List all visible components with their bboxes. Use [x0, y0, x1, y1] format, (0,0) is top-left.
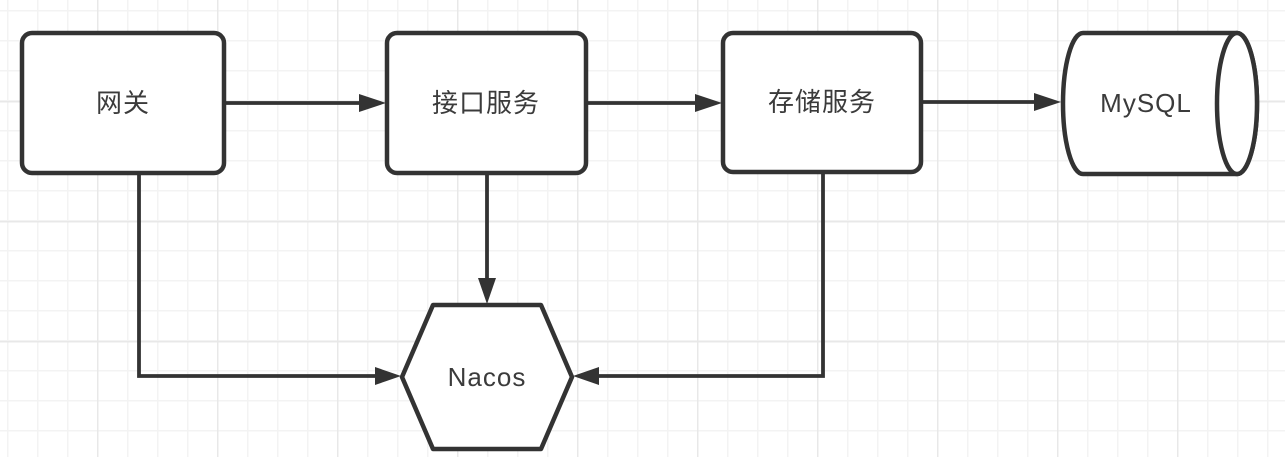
arrowhead-left-icon — [573, 367, 599, 385]
arrowhead-right-icon — [359, 94, 386, 112]
node-mysql[interactable]: MySQL — [1060, 30, 1260, 177]
node-label: Nacos — [448, 362, 527, 392]
edge-gateway-to-api-service[interactable] — [224, 94, 386, 112]
hexagon-shape — [399, 302, 575, 452]
node-storage-service[interactable]: 存储服务 — [720, 30, 924, 175]
node-label: 存储服务 — [768, 87, 876, 117]
node-label: 网关 — [96, 88, 150, 118]
edge-gateway-to-nacos[interactable] — [137, 173, 401, 385]
node-label: 接口服务 — [432, 88, 540, 118]
edge-api-service-to-storage-service[interactable] — [586, 94, 722, 112]
edge-line — [137, 173, 375, 378]
arrowhead-right-icon — [375, 367, 401, 385]
rounded-rectangle-shape — [19, 30, 227, 176]
rounded-rectangle-shape — [720, 30, 924, 175]
node-gateway[interactable]: 网关 — [19, 30, 227, 176]
node-nacos[interactable]: Nacos — [399, 302, 575, 452]
arrowhead-right-icon — [1034, 93, 1061, 111]
edge-storage-service-to-nacos[interactable] — [573, 172, 825, 385]
edge-api-service-to-nacos[interactable] — [478, 173, 496, 304]
rounded-rectangle-shape — [384, 30, 589, 176]
cylinder-cap-shape — [1214, 30, 1260, 177]
arrowhead-down-icon — [478, 278, 496, 304]
node-label: MySQL — [1100, 88, 1192, 118]
edge-storage-service-to-mysql[interactable] — [921, 93, 1061, 111]
node-api-service[interactable]: 接口服务 — [384, 30, 589, 176]
edge-line — [599, 172, 825, 378]
arrowhead-right-icon — [695, 94, 722, 112]
